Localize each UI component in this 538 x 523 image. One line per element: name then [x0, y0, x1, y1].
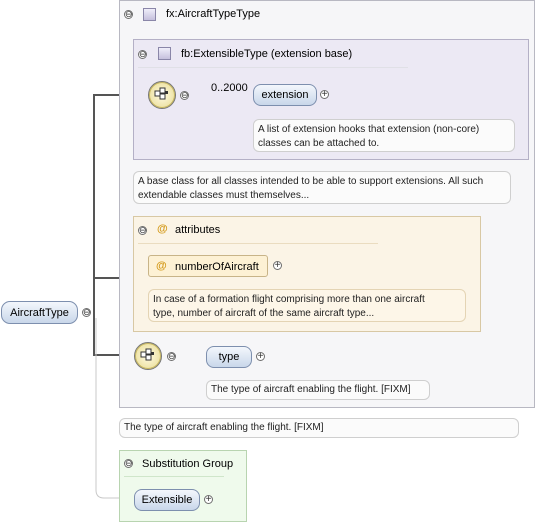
extension-base-collapse-icon[interactable]: ⊖ [138, 49, 147, 59]
substitution-group-collapse-icon[interactable]: ⊖ [124, 458, 133, 468]
extension-element[interactable]: extension [253, 84, 317, 106]
extension-expand-icon[interactable]: + [320, 89, 329, 100]
type-note: The type of aircraft enabling the flight… [206, 380, 430, 400]
complex-type-title: fx:AircraftTypeType [166, 8, 261, 20]
aircraft-type-element[interactable]: AircraftType [1, 301, 78, 324]
number-of-aircraft-expand-icon[interactable]: + [273, 260, 282, 271]
base-class-note-line1: A base class for all classes intended to… [138, 176, 484, 187]
attributes-collapse-icon[interactable]: ⊖ [138, 225, 147, 235]
divider [138, 243, 378, 244]
number-of-aircraft-note-line2: type, number of aircraft of the same air… [153, 308, 375, 319]
root-note: The type of aircraft enabling the flight… [119, 418, 519, 438]
type-element[interactable]: type [206, 346, 252, 368]
type-expand-icon[interactable]: + [256, 351, 265, 362]
sequence-icon[interactable] [148, 81, 176, 109]
extension-base-type-icon [158, 47, 171, 60]
number-of-aircraft-note: In case of a formation flight comprising… [148, 289, 466, 322]
sequence-icon[interactable] [134, 342, 162, 370]
extension-note-line1: A list of extension hooks that extension… [258, 124, 480, 135]
sequence-collapse-icon[interactable]: ⊖ [167, 351, 176, 361]
attributes-title: attributes [175, 224, 221, 236]
sequence-collapse-icon[interactable]: ⊖ [180, 90, 189, 100]
number-of-aircraft-label: numberOfAircraft [175, 261, 259, 273]
extension-note-line2: classes can be attached to. [258, 138, 380, 149]
base-class-note: A base class for all classes intended to… [133, 171, 511, 204]
extension-base-title: fb:ExtensibleType (extension base) [181, 48, 353, 60]
substitution-group-title: Substitution Group [142, 458, 234, 470]
divider [138, 67, 408, 68]
attribute-icon: @ [157, 223, 168, 235]
extension-occurrence: 0..2000 [211, 82, 248, 94]
number-of-aircraft-note-line1: In case of a formation flight comprising… [153, 294, 425, 305]
complex-type-icon [143, 8, 156, 21]
base-class-note-line2: extendable classes must themselves... [138, 190, 310, 201]
extensible-expand-icon[interactable]: + [204, 494, 213, 505]
extension-note: A list of extension hooks that extension… [253, 119, 515, 152]
attribute-icon: @ [156, 260, 167, 272]
complex-type-collapse-icon[interactable]: ⊖ [124, 9, 133, 19]
extensible-element[interactable]: Extensible [134, 489, 200, 511]
aircraft-type-collapse-icon[interactable]: ⊖ [82, 307, 91, 317]
divider [124, 476, 224, 477]
number-of-aircraft-attribute[interactable]: @ numberOfAircraft [148, 255, 268, 277]
